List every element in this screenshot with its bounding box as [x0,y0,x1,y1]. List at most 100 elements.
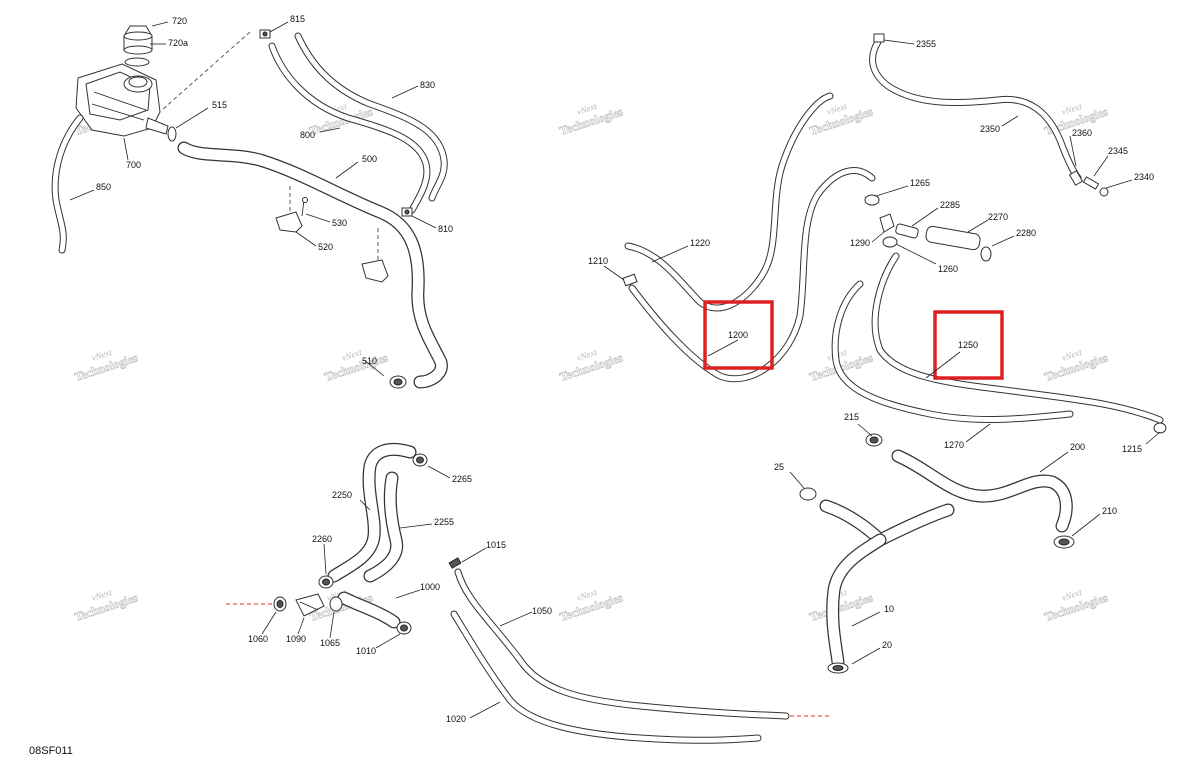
bracket-520[interactable] [275,211,389,283]
callout-720: 720 [172,16,187,26]
clamp-1065[interactable] [329,596,343,612]
fitting-810[interactable] [401,207,413,217]
callout-2355: 2355 [916,39,936,49]
elbow-1090[interactable] [295,593,325,617]
hose-1250[interactable] [871,252,1164,424]
hose-2350[interactable] [869,38,1082,182]
overflow-hose-850[interactable] [51,114,84,254]
fitting-815[interactable] [259,29,271,39]
callout-2285: 2285 [940,200,960,210]
hose-1270[interactable] [831,280,1074,423]
hose-1220[interactable] [624,92,834,312]
callout-515: 515 [212,100,227,110]
leader-lines [69,21,1161,719]
callout-1290: 1290 [850,238,870,248]
callout-1060: 1060 [248,634,268,644]
callout-2260: 2260 [312,534,332,544]
callout-1250: 1250 [958,340,978,350]
screw-530[interactable] [301,197,308,217]
hose-1000[interactable] [337,591,401,629]
callout-1200: 1200 [728,330,748,340]
callout-1020: 1020 [446,714,466,724]
callout-20: 20 [882,640,892,650]
hose-1020[interactable] [450,610,762,744]
callout-2340: 2340 [1134,172,1154,182]
clamp-1010[interactable] [396,621,412,635]
callout-210: 210 [1102,506,1117,516]
callout-1265: 1265 [910,178,930,188]
callout-700: 700 [126,160,141,170]
callout-1260: 1260 [938,264,958,274]
clamp-1265[interactable] [864,194,880,206]
callout-2350: 2350 [980,124,1000,134]
hose-800[interactable] [268,42,431,214]
coolant-reservoir-700[interactable] [75,63,169,137]
fitting-1015[interactable] [448,557,462,569]
callout-500: 500 [362,154,377,164]
clamp-1060[interactable] [273,596,287,612]
callout-1220: 1220 [690,238,710,248]
callout-2250: 2250 [332,490,352,500]
callout-815: 815 [290,14,305,24]
callout-720a: 720a [168,38,188,48]
hose-200[interactable] [891,449,1073,533]
diagram-reference-code: 08SF011 [29,745,73,757]
hose-2250[interactable] [327,442,417,583]
callout-200: 200 [1070,442,1085,452]
hose-830[interactable] [294,32,448,202]
cap-gasket-720a[interactable] [124,57,150,67]
callout-215: 215 [844,412,859,422]
connector-2345[interactable] [1082,176,1100,190]
clamp-25[interactable] [799,487,817,501]
callout-830: 830 [420,80,435,90]
fitting-2355[interactable] [873,33,885,43]
callout-510: 510 [362,356,377,366]
callout-2270: 2270 [988,212,1008,222]
fitting-1290[interactable] [879,213,895,233]
clamp-510[interactable] [389,375,407,389]
clamp-2265[interactable] [412,453,428,467]
clamp-215[interactable] [865,433,883,447]
callout-800: 800 [300,130,315,140]
hose-1050[interactable] [454,568,790,720]
callout-1015: 1015 [486,540,506,550]
clamp-20[interactable] [827,662,849,674]
callout-1050: 1050 [532,606,552,616]
clamp-2280[interactable] [980,246,992,262]
callout-2345: 2345 [1108,146,1128,156]
callout-1000: 1000 [420,582,440,592]
fitting-1210[interactable] [622,273,638,287]
highlight-box-1200 [703,300,774,370]
callout-1065: 1065 [320,638,340,648]
highlight-box-1250 [933,310,1004,380]
callout-2265: 2265 [452,474,472,484]
reservoir-cap-720[interactable] [123,25,153,55]
callout-1090: 1090 [286,634,306,644]
hose-1200[interactable] [628,167,876,383]
clamp-1260[interactable] [882,236,898,248]
clamp-1215[interactable] [1153,422,1167,434]
hose-2255[interactable] [363,471,404,583]
elbow-2285[interactable] [895,223,919,239]
clamp-515[interactable] [167,126,177,142]
fitting-2340[interactable] [1099,187,1109,197]
clamp-210[interactable] [1053,535,1075,549]
callout-520: 520 [318,242,333,252]
callout-530: 530 [332,218,347,228]
connector-2360[interactable] [1068,170,1084,186]
callout-850: 850 [96,182,111,192]
coolant-hose-500[interactable] [177,141,448,389]
callout-10: 10 [884,604,894,614]
hose-10[interactable] [819,499,955,669]
clamp-2260[interactable] [318,575,334,589]
hose-2270[interactable] [925,225,981,251]
